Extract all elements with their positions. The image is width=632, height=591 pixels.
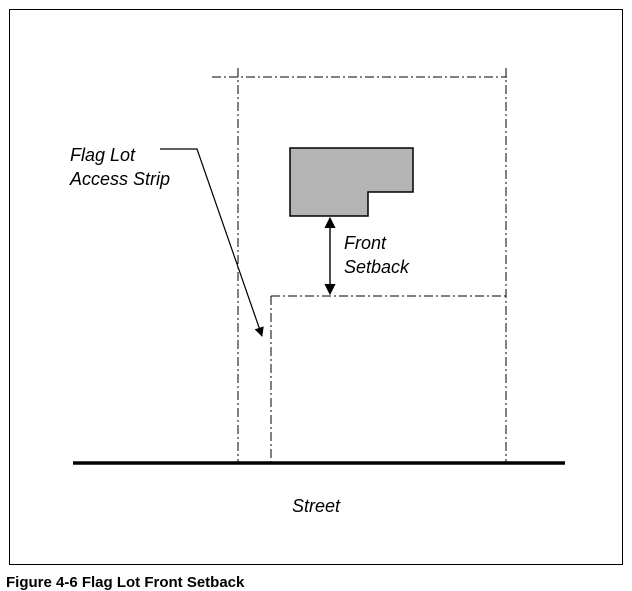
flag-lot-label-line2: Access Strip [70, 169, 171, 189]
property-lines [212, 68, 507, 463]
building-footprint [289, 147, 414, 217]
front-setback-label-line1: Front [344, 233, 387, 253]
flag-lot-label-line1: Flag Lot [70, 145, 136, 165]
street-label: Street [292, 496, 341, 516]
figure-caption: Figure 4-6 Flag Lot Front Setback [6, 574, 245, 591]
front-setback-label-line2: Setback [344, 257, 410, 277]
flag-lot-leader-line [160, 148, 264, 337]
figure-frame [9, 9, 623, 565]
